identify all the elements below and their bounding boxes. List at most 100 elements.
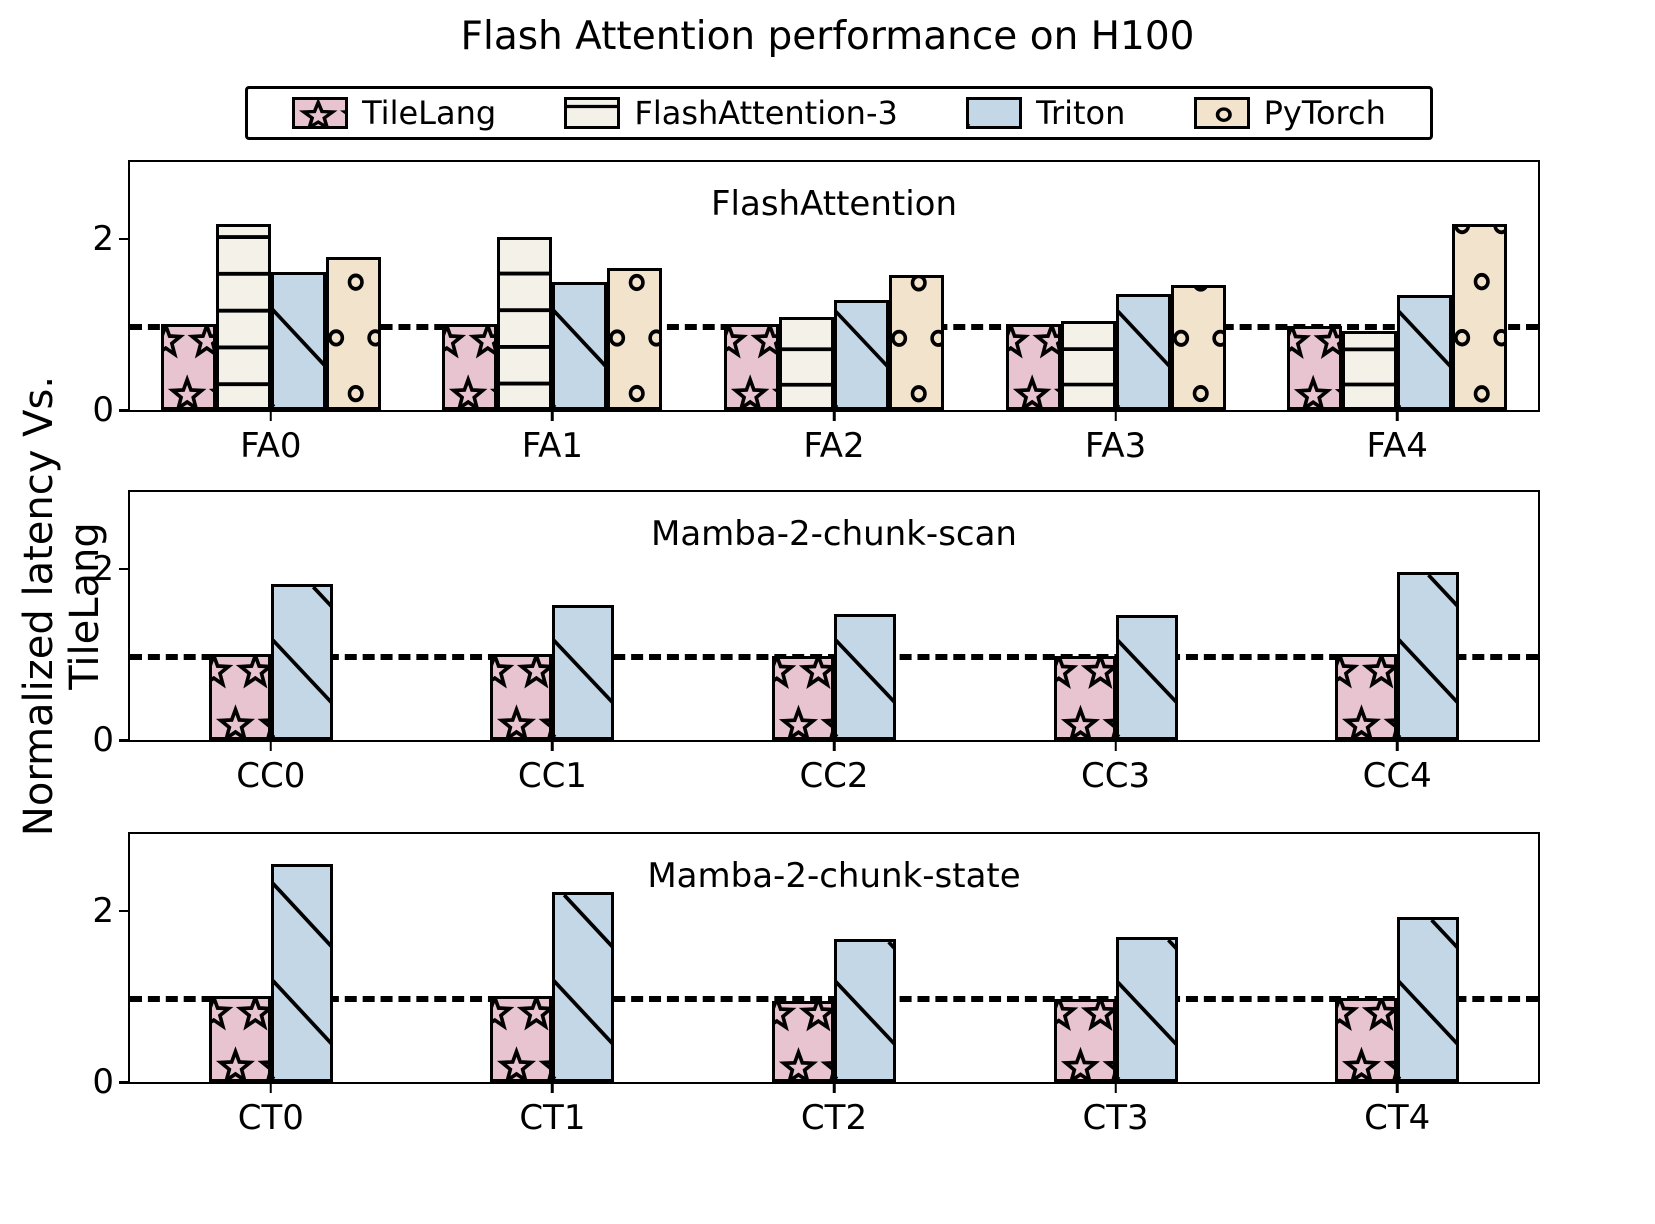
x-tick-mark: [551, 410, 554, 421]
y-tick-mark: [119, 409, 130, 412]
x-tick-mark: [1395, 1082, 1399, 1093]
legend-swatch-hline-icon: [564, 97, 621, 129]
legend-item-pytorch[interactable]: PyTorch: [1193, 94, 1386, 132]
x-tick-mark: [1114, 1082, 1117, 1093]
bar-cc0-triton: [270, 583, 333, 740]
x-tick-label-ct1: CT1: [519, 1098, 586, 1138]
legend-label: PyTorch: [1263, 94, 1386, 132]
x-tick-label-fa3: FA3: [1084, 426, 1147, 466]
bar-ct4-triton: [1397, 916, 1460, 1082]
bar-fa3-triton: [1115, 293, 1171, 410]
y-tick-mark: [119, 909, 130, 913]
figure-title: Flash Attention performance on H100: [460, 14, 1195, 59]
bar-fa0-tilelang: [160, 324, 216, 410]
legend-swatch-star-icon: [292, 97, 349, 129]
x-tick-label-ct0: CT0: [237, 1098, 304, 1138]
legend-item-tilelang[interactable]: TileLang: [292, 94, 496, 132]
bar-cc1-tilelang: [490, 654, 553, 740]
subplot-title: Mamba-2-chunk-state: [647, 856, 1021, 896]
y-tick-label: 0: [92, 1062, 114, 1102]
bar-ct1-triton: [552, 892, 615, 1082]
x-tick-label-cc4: CC4: [1362, 756, 1432, 796]
bar-cc2-tilelang: [772, 656, 834, 740]
bar-fa0-triton: [270, 272, 326, 410]
subplot-title: FlashAttention: [710, 184, 958, 224]
bar-ct3-triton: [1115, 936, 1178, 1082]
x-tick-label-fa0: FA0: [240, 426, 302, 466]
x-tick-label-ct4: CT4: [1364, 1098, 1431, 1138]
bar-ct0-triton: [270, 863, 333, 1082]
bar-fa0-flashattention-3: [215, 223, 271, 410]
x-tick-mark: [1395, 740, 1399, 751]
bar-cc0-tilelang: [208, 654, 271, 740]
x-tick-mark: [269, 410, 273, 421]
y-tick-label: 0: [92, 720, 114, 760]
bar-fa4-pytorch: [1452, 223, 1508, 410]
x-tick-mark: [551, 1082, 554, 1093]
y-tick-mark: [119, 237, 130, 241]
bar-fa1-pytorch: [607, 268, 663, 410]
y-tick-label: 2: [92, 548, 114, 589]
bar-cc3-triton: [1115, 615, 1178, 740]
x-tick-mark: [832, 1082, 836, 1093]
subplot-title: Mamba-2-chunk-scan: [651, 514, 1017, 554]
bar-cc1-triton: [552, 604, 615, 740]
x-tick-mark: [1114, 740, 1117, 751]
x-tick-mark: [1114, 410, 1117, 421]
bar-ct4-tilelang: [1335, 998, 1398, 1082]
legend-label: Triton: [1036, 94, 1126, 132]
bar-fa3-tilelang: [1005, 324, 1061, 410]
y-tick-mark: [119, 739, 130, 742]
bar-fa1-triton: [552, 281, 608, 410]
bar-fa2-flashattention-3: [779, 316, 834, 410]
legend-item-flashattention-3[interactable]: FlashAttention-3: [564, 94, 898, 132]
bar-fa3-pytorch: [1170, 285, 1226, 410]
bar-fa4-flashattention-3: [1342, 331, 1398, 410]
y-tick-label: 2: [92, 218, 114, 259]
bar-fa2-tilelang: [724, 324, 779, 410]
x-tick-label-cc0: CC0: [236, 756, 306, 796]
legend: TileLang FlashAttention-3 Triton PyTorch: [245, 86, 1433, 140]
bar-fa4-triton: [1397, 294, 1453, 410]
x-tick-label-cc3: CC3: [1081, 756, 1151, 796]
bar-fa2-pytorch: [889, 274, 944, 410]
x-tick-mark: [269, 1082, 273, 1093]
bar-fa3-flashattention-3: [1060, 321, 1116, 410]
x-tick-label-fa1: FA1: [521, 426, 584, 466]
legend-swatch-diag-icon: [966, 97, 1023, 129]
bar-ct2-triton: [834, 939, 896, 1082]
bar-fa0-pytorch: [325, 256, 381, 410]
y-axis-label: Normalized latency Vs. TileLang: [16, 375, 108, 837]
legend-item-triton[interactable]: Triton: [966, 94, 1125, 132]
bar-cc3-tilelang: [1053, 656, 1116, 740]
legend-label: FlashAttention-3: [634, 94, 898, 132]
x-tick-mark: [269, 740, 273, 751]
x-tick-mark: [1395, 410, 1399, 421]
x-tick-mark: [832, 410, 836, 421]
x-tick-label-ct2: CT2: [800, 1098, 868, 1138]
y-tick-mark: [119, 567, 130, 571]
bar-fa1-tilelang: [442, 324, 498, 410]
y-tick-mark: [119, 1081, 130, 1084]
legend-swatch-circle-icon: [1193, 97, 1250, 129]
bar-ct0-tilelang: [208, 996, 271, 1082]
bar-cc2-triton: [834, 614, 896, 740]
x-tick-label-fa4: FA4: [1366, 426, 1428, 466]
bar-ct1-tilelang: [490, 996, 553, 1082]
x-tick-label-cc2: CC2: [799, 756, 869, 796]
y-tick-label: 0: [92, 390, 114, 430]
x-tick-label-cc1: CC1: [517, 756, 587, 796]
y-tick-label: 2: [92, 890, 114, 931]
x-tick-mark: [832, 740, 836, 751]
bar-fa1-flashattention-3: [497, 237, 553, 410]
bar-cc4-triton: [1397, 571, 1460, 740]
bar-ct2-tilelang: [772, 1000, 834, 1082]
bar-ct3-tilelang: [1053, 999, 1116, 1082]
x-tick-label-fa2: FA2: [803, 426, 865, 466]
